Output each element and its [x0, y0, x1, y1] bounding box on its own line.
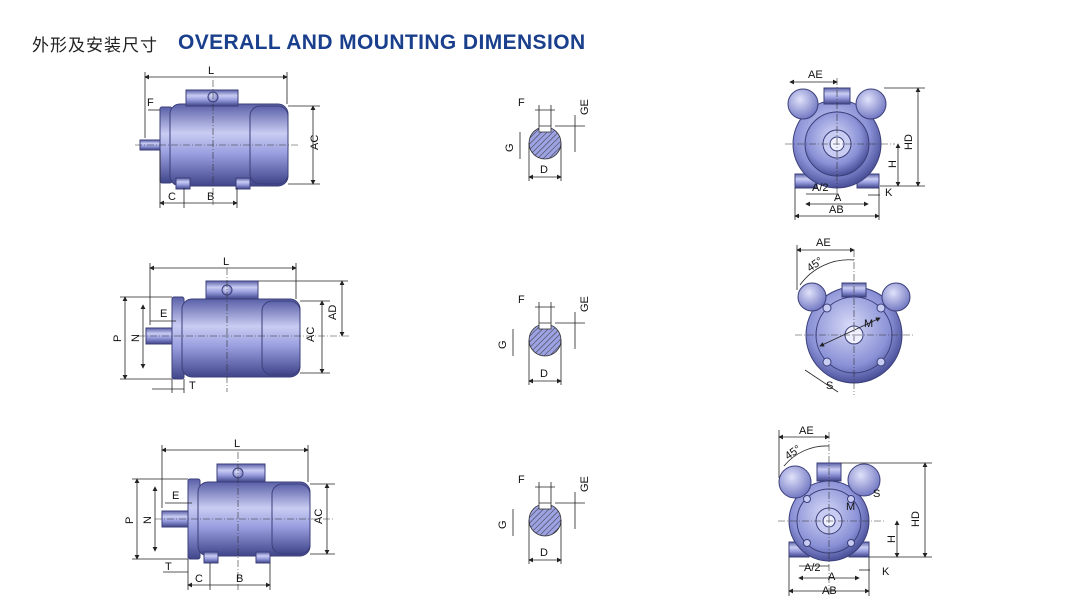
label-T-3: T	[165, 561, 172, 573]
side-view-foot-flange-mounted: L AC P N E T C B	[124, 438, 335, 590]
label-AB-3: AB	[822, 585, 837, 597]
label-M: M	[864, 318, 873, 330]
label-D-1: D	[540, 164, 548, 176]
label-L-2: L	[223, 256, 229, 268]
label-A: A	[834, 192, 842, 204]
label-45deg: 45°	[805, 255, 826, 274]
label-GE-3: GE	[579, 476, 591, 492]
label-B-3: B	[236, 573, 243, 585]
label-E: E	[160, 308, 167, 320]
label-HD: HD	[903, 134, 915, 150]
label-HD-3: HD	[910, 511, 922, 527]
label-AC: AC	[309, 135, 321, 150]
label-H: H	[887, 160, 899, 168]
label-A2: A/2	[812, 182, 829, 194]
label-N-3: N	[142, 516, 154, 524]
label-C-3: C	[195, 573, 203, 585]
label-L-3: L	[234, 438, 240, 450]
label-F-3: F	[518, 474, 525, 486]
label-S: S	[826, 380, 833, 392]
label-L: L	[208, 65, 214, 77]
label-F-1: F	[518, 97, 525, 109]
label-GE-2: GE	[579, 296, 591, 312]
label-AD: AD	[327, 305, 339, 320]
label-P: P	[112, 335, 124, 342]
label-AE: AE	[808, 69, 823, 81]
label-AE-3: AE	[799, 425, 814, 437]
label-N: N	[130, 334, 142, 342]
label-B: B	[207, 191, 214, 203]
label-H-3: H	[886, 535, 898, 543]
label-AC-3: AC	[313, 509, 325, 524]
label-T: T	[189, 380, 196, 392]
shaft-section-1: F GE G D	[504, 97, 591, 181]
shaft-section-3: F GE G D	[497, 474, 591, 564]
label-F: F	[147, 97, 154, 109]
end-view-foot-flange-mounted: AE 45° M S H HD A/2 A K AB	[778, 425, 932, 597]
label-AB: AB	[829, 204, 844, 216]
label-S-3: S	[873, 488, 880, 500]
label-D-2: D	[540, 368, 548, 380]
page-header: 外形及安装尺寸 OVERALL AND MOUNTING DIMENSION	[32, 28, 586, 58]
side-view-foot-mounted: L F AC C B	[135, 65, 321, 208]
end-view-flange-mounted: AE 45° M S	[795, 237, 915, 395]
label-C: C	[168, 191, 176, 203]
label-K-3: K	[882, 566, 890, 578]
title-english: OVERALL AND MOUNTING DIMENSION	[178, 31, 586, 54]
title-chinese: 外形及安装尺寸	[32, 35, 158, 56]
end-view-foot-mounted: AE H HD A/2 A K AB	[785, 69, 925, 220]
label-AC-2: AC	[305, 327, 317, 342]
label-45deg-3: 45°	[783, 443, 804, 462]
shaft-section-2: F GE G D	[497, 294, 591, 385]
label-A2-3: A/2	[804, 562, 821, 574]
label-K: K	[885, 187, 893, 199]
label-G-2: G	[497, 340, 509, 349]
side-view-flange-mounted: L AC AD P N E T	[112, 256, 350, 393]
label-A-3: A	[828, 571, 836, 583]
label-F-2: F	[518, 294, 525, 306]
label-E-3: E	[172, 490, 179, 502]
label-GE-1: GE	[579, 99, 591, 115]
label-G-1: G	[504, 143, 516, 152]
label-AE-2: AE	[816, 237, 831, 249]
label-M-3: M	[846, 501, 855, 513]
label-G-3: G	[497, 520, 509, 529]
label-D-3: D	[540, 547, 548, 559]
label-P-3: P	[124, 517, 136, 524]
